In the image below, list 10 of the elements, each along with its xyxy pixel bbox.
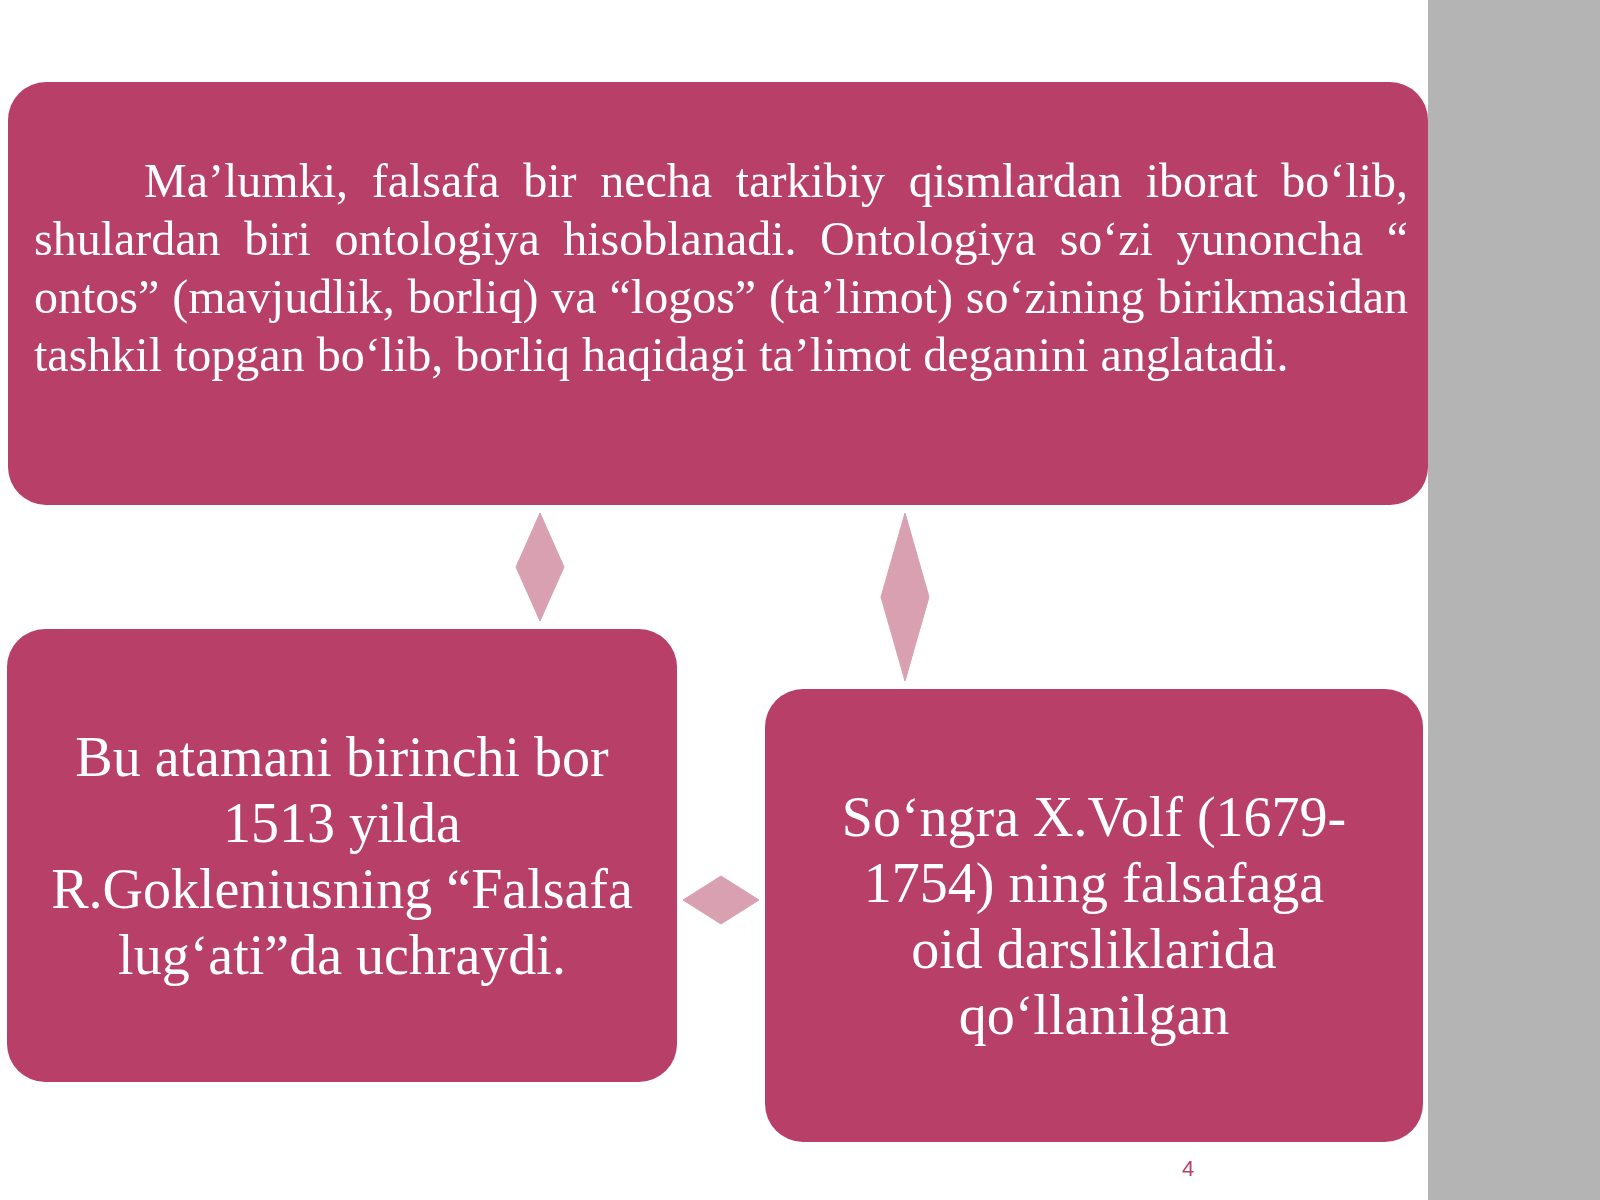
diamond-connector (682, 875, 760, 925)
paragraph: Bu atamani birinchi bor 1513 yilda R.Gokleniusning “Falsafa lug‘ati”da uchraydi. (50, 724, 634, 988)
rounded-text-box (8, 82, 1428, 505)
diamond-connector (515, 512, 565, 622)
rounded-text-box (7, 629, 677, 1082)
diamond-connector (880, 512, 930, 682)
paragraph: Ma’lumki, falsafa bir necha tarkibiy qismlardan iborat bo‘lib, shulardan biri ontologiya hisoblanadi. Ontologiya so‘zi yunoncha “ ontos” (mavjudlik, borliq) va “logos” (ta’limot) so‘zining birikmasidan tashkil topgan bo‘lib, borliq haqidagi ta’limot deganini anglatadi. (34, 153, 1408, 383)
paragraph: So‘ngra X.Volf (1679-1754) ning falsafaga oid darsliklarida qo‘llanilgan (840, 784, 1348, 1048)
page-number: 4 (1182, 1156, 1195, 1182)
rounded-text-box (765, 689, 1423, 1142)
